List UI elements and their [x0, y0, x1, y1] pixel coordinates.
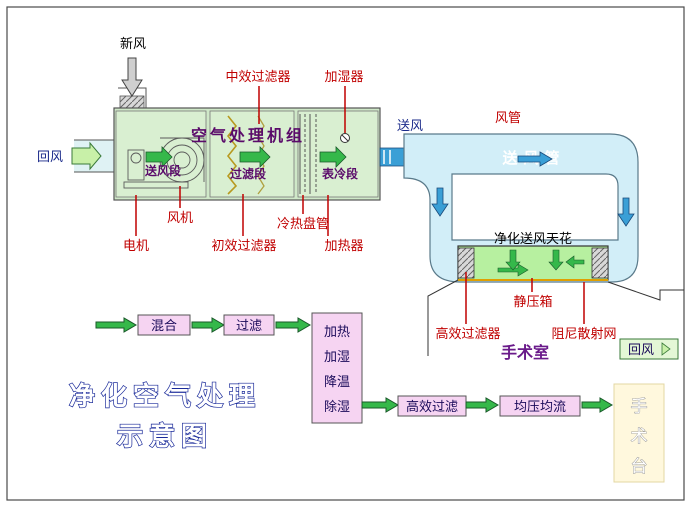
flow-process-line-1: 加热 [324, 325, 350, 340]
return-air-out-label: 回风 [628, 343, 654, 358]
return-air-out: 回风 [619, 338, 679, 360]
outer-frame [6, 6, 685, 501]
hepa-filter-label: 高效过滤器 [435, 326, 500, 342]
flow-table-line-3: 台 [631, 457, 648, 477]
plenum-label: 静压箱 [513, 294, 552, 310]
fresh-air-inlet [118, 57, 147, 109]
flow-box-equalize [499, 395, 581, 417]
flow-filter-label: 过滤 [236, 319, 262, 334]
fresh-air-arrow [121, 57, 143, 97]
return-air-arrow [71, 141, 102, 171]
flow-hepa-label: 高效过滤 [406, 399, 458, 415]
flow-process-line-3: 降温 [324, 375, 350, 390]
return-air-label: 回风 [37, 150, 63, 165]
unit-title: 空气处理机组 [191, 126, 305, 145]
coil-label: 冷热盘管 [277, 216, 329, 232]
diagram-title-line-1: 净化空气处理 [69, 381, 261, 412]
flow-box-filter [223, 314, 275, 336]
supply-duct: 送风管 [403, 133, 639, 283]
flow-box-mix [137, 314, 191, 336]
fan-section-label: 送风段 [144, 163, 182, 178]
duct-down-arrow-left [431, 187, 449, 217]
duct-flow-arrow [517, 151, 553, 167]
air-handling-unit: 空气处理机组 送风段 过滤段 表冷段 [113, 107, 381, 201]
return-air-intake [71, 139, 117, 173]
hepa-filter-right [591, 247, 609, 279]
flow-process-line-2: 加湿 [324, 350, 350, 365]
motor-label: 电机 [123, 239, 149, 254]
filter-section-label: 过滤段 [230, 166, 267, 181]
flow-box-process [311, 312, 363, 424]
flow-table-line-2: 术 [631, 427, 648, 447]
ceiling-label: 净化送风天花 [494, 231, 572, 247]
primary-filter-drawing [226, 115, 238, 195]
fresh-air-label: 新风 [120, 36, 146, 52]
operating-room-walls [427, 279, 684, 356]
flow-table-line-1: 手 [631, 397, 648, 417]
damper-mesh-label: 阻尼散射网 [551, 326, 616, 342]
lead-lines [135, 86, 585, 324]
unit-flow-arrows [145, 146, 347, 168]
coil-drawing [299, 114, 317, 194]
flow-mix-label: 混合 [151, 319, 177, 334]
process-flow: 混合 过滤 加热 加湿 降温 除湿 高效过滤 均压均流 手 术 台 [95, 312, 665, 483]
fan-label: 风机 [167, 211, 193, 226]
supply-air-label: 送风 [397, 119, 423, 134]
humidifier-label: 加湿器 [324, 70, 363, 85]
operating-room-label: 手术室 [501, 343, 549, 362]
flow-equalize-label: 均压均流 [514, 400, 566, 415]
duct-label: 风管 [495, 111, 521, 126]
mid-filter-label: 中效过滤器 [225, 70, 290, 85]
cooling-section-label: 表冷段 [321, 166, 359, 181]
heater-label: 加热器 [324, 239, 363, 254]
primary-filter-label: 初效过滤器 [211, 239, 276, 254]
flow-box-table [613, 383, 665, 483]
duct-down-arrow-right [617, 197, 635, 227]
flow-process-line-4: 除湿 [324, 400, 350, 415]
diagram-title-line-2: 示意图 [117, 421, 213, 452]
